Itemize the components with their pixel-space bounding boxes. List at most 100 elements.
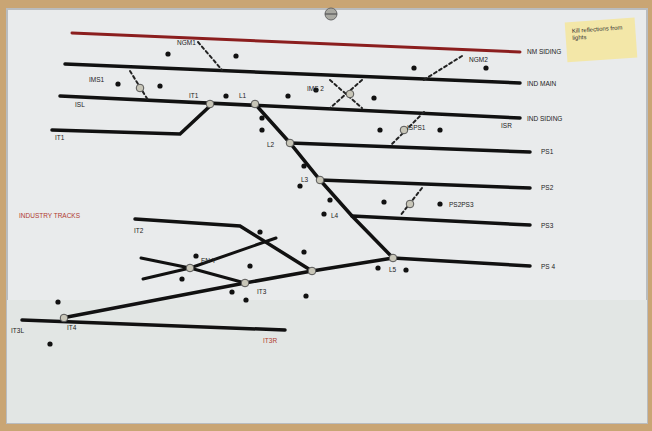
board-shade <box>7 300 647 423</box>
track-label: NGM1 <box>176 39 197 46</box>
crossover <box>422 56 462 81</box>
switch-knob <box>241 279 249 287</box>
switch-knob <box>251 100 259 108</box>
toggle-hole <box>381 199 386 204</box>
toggle-hole <box>327 197 332 202</box>
wye-lead <box>190 238 276 268</box>
switch-knob <box>389 254 397 262</box>
toggle-hole <box>403 267 408 272</box>
it1-track <box>52 106 210 134</box>
crossover <box>330 80 362 108</box>
switch-knob <box>60 314 68 322</box>
track-label: L3 <box>300 176 309 183</box>
track-label: IND SIDING <box>526 115 563 122</box>
toggle-hole <box>193 253 198 258</box>
track-label: PS1 <box>540 148 554 155</box>
track-label: NGM2 <box>468 56 489 63</box>
crossover <box>330 80 362 108</box>
toggle-hole <box>259 115 264 120</box>
toggle-hole <box>259 127 264 132</box>
nm-siding-track <box>72 33 520 52</box>
track-label: ISR <box>500 122 513 129</box>
switch-knob <box>206 100 214 108</box>
wye-lead <box>190 268 245 283</box>
switch-knob <box>400 126 408 134</box>
track-label: IMS 2 <box>306 85 325 92</box>
track-label: NM SIDING <box>526 48 562 55</box>
track-label: IT3R <box>262 337 278 344</box>
track-label: ISPS1 <box>406 124 426 131</box>
switch-knob <box>286 139 294 147</box>
toggle-hole <box>301 163 306 168</box>
track-label: IND MAIN <box>526 80 557 87</box>
track-label: PS 4 <box>540 263 556 270</box>
toggle-hole <box>47 341 52 346</box>
wye-leg <box>141 258 190 268</box>
track-label: EN Y <box>200 257 217 264</box>
it2-track <box>135 219 312 271</box>
switch-knob <box>316 176 324 184</box>
track-label: PS2PS3 <box>448 201 475 208</box>
toggle-hole <box>437 127 442 132</box>
track-label: PS2 <box>540 184 554 191</box>
toggle-hole <box>297 183 302 188</box>
track-label: IT3L <box>10 327 25 334</box>
toggle-hole <box>301 249 306 254</box>
toggle-hole <box>303 293 308 298</box>
toggle-hole <box>437 201 442 206</box>
screw-slot <box>325 13 337 14</box>
track-label: IT3 <box>256 288 267 295</box>
toggle-hole <box>229 289 234 294</box>
track-label: ISL <box>74 101 86 108</box>
toggle-hole <box>377 127 382 132</box>
track-label: IT2 <box>133 227 144 234</box>
switch-knob <box>186 264 194 272</box>
track-label: L2 <box>266 141 275 148</box>
track-label: PS3 <box>540 222 554 229</box>
ind-siding-track <box>60 96 520 118</box>
switch-knob <box>346 90 354 98</box>
crossover <box>400 188 422 216</box>
toggle-hole <box>55 299 60 304</box>
toggle-hole <box>411 65 416 70</box>
crossover <box>198 42 222 70</box>
toggle-hole <box>243 297 248 302</box>
switch-knob <box>308 267 316 275</box>
toggle-hole <box>375 265 380 270</box>
crossover <box>130 71 148 100</box>
sticky-note <box>565 18 638 63</box>
track-label: IMS1 <box>88 76 105 83</box>
toggle-hole <box>233 53 238 58</box>
toggle-hole <box>257 229 262 234</box>
panel-board <box>7 9 647 423</box>
toggle-hole <box>115 81 120 86</box>
track-label: L4 <box>330 212 339 219</box>
track-label: L1 <box>238 92 247 99</box>
screw <box>325 8 337 20</box>
it3-track <box>22 320 285 330</box>
track-label: INDUSTRY TRACKS <box>18 212 81 219</box>
track-label: IT4 <box>66 324 77 331</box>
track-label: IT1 <box>188 92 199 99</box>
track-label: IT1 <box>54 134 65 141</box>
toggle-hole <box>371 95 376 100</box>
toggle-hole <box>165 51 170 56</box>
toggle-hole <box>483 65 488 70</box>
industry-lead <box>62 258 393 318</box>
toggle-hole <box>247 263 252 268</box>
ps2-track <box>320 180 530 188</box>
track-label: L5 <box>388 266 397 273</box>
ps4-track <box>393 258 530 266</box>
ps3-track <box>352 216 530 225</box>
ps1-track <box>290 143 530 152</box>
toggle-hole <box>179 276 184 281</box>
toggle-hole <box>157 83 162 88</box>
ind-main-track <box>65 64 520 83</box>
toggle-hole <box>321 211 326 216</box>
toggle-hole <box>223 93 228 98</box>
switch-knob <box>136 84 144 92</box>
toggle-hole <box>285 93 290 98</box>
